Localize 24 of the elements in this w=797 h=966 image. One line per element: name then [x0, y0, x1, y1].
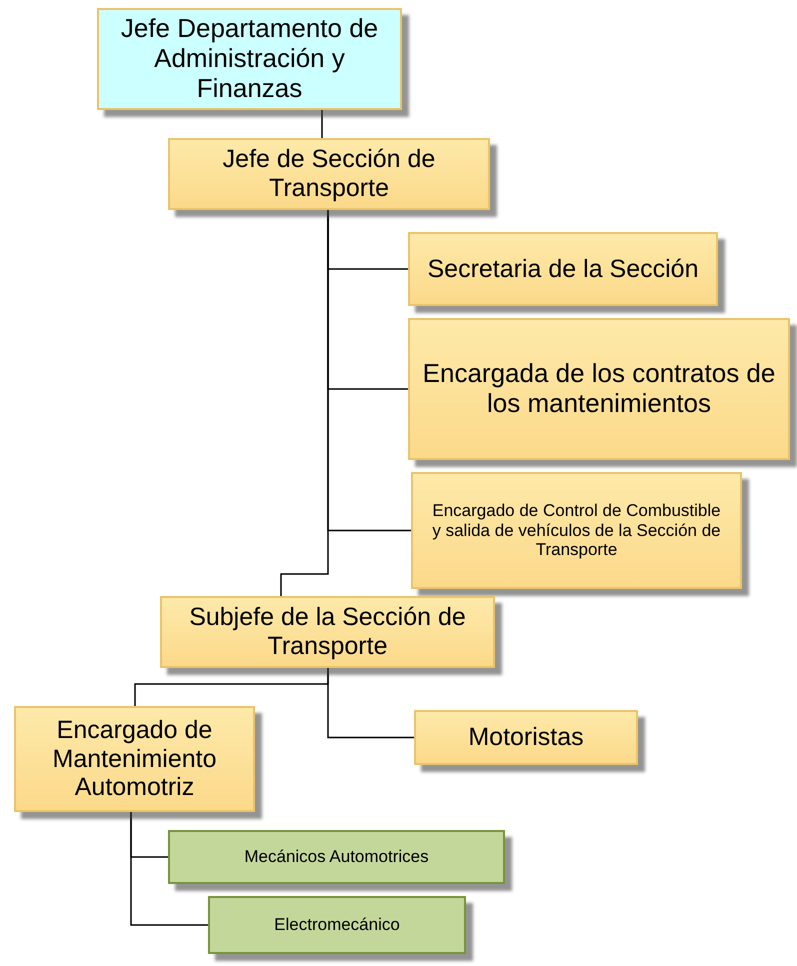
position-box: [168, 138, 490, 210]
position-box: [97, 8, 402, 110]
staff-box: [168, 830, 505, 884]
position-title: Encargado de Control de Combustible y salida de vehículos de la Sección de Transporte: [431, 501, 722, 560]
connector-line: [280, 210, 329, 596]
position-box: [414, 710, 638, 765]
position-title: Motoristas: [468, 723, 584, 752]
staff-box: [208, 896, 466, 954]
position-title: Electromecánico: [274, 915, 400, 935]
connector-line: [327, 668, 414, 738]
position-title: Encargado de Mantenimiento Automotriz: [52, 716, 218, 802]
connector-line: [130, 812, 208, 926]
position-box: [14, 706, 255, 812]
position-box: [411, 472, 742, 589]
position-title: Encargada de los contratos de los mantenimientos: [422, 359, 776, 419]
position-title: Jefe Departamento de Administración y Finanzas: [120, 14, 380, 104]
position-box: [408, 232, 718, 306]
position-box: [160, 596, 495, 668]
position-title: Secretaria de la Sección: [428, 254, 698, 284]
position-title: Jefe de Sección de Transporte: [222, 145, 436, 203]
position-title: Mecánicos Automotrices: [244, 847, 429, 867]
position-title: Subjefe de la Sección de Transporte: [188, 603, 467, 661]
connector-line: [321, 110, 323, 138]
position-box: [408, 318, 790, 460]
